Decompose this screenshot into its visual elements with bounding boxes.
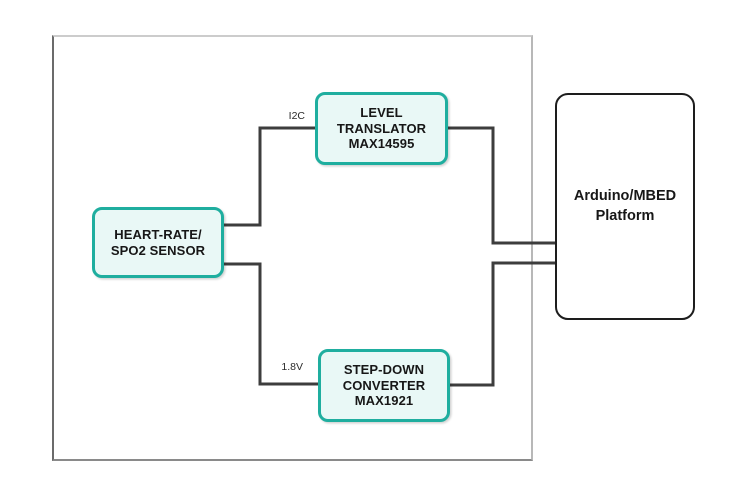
arduino-mbed-platform-box: Arduino/MBED Platform: [555, 93, 695, 320]
step-down-converter-box: STEP-DOWN CONVERTER MAX1921: [318, 349, 450, 422]
1v8-wire-label: 1.8V: [281, 361, 303, 373]
board-outline: [52, 35, 533, 461]
heart-rate-spo2-sensor-box: HEART-RATE/ SPO2 SENSOR: [92, 207, 224, 278]
i2c-wire-label: I2C: [288, 110, 305, 122]
level-translator-box: LEVEL TRANSLATOR MAX14595: [315, 92, 448, 165]
